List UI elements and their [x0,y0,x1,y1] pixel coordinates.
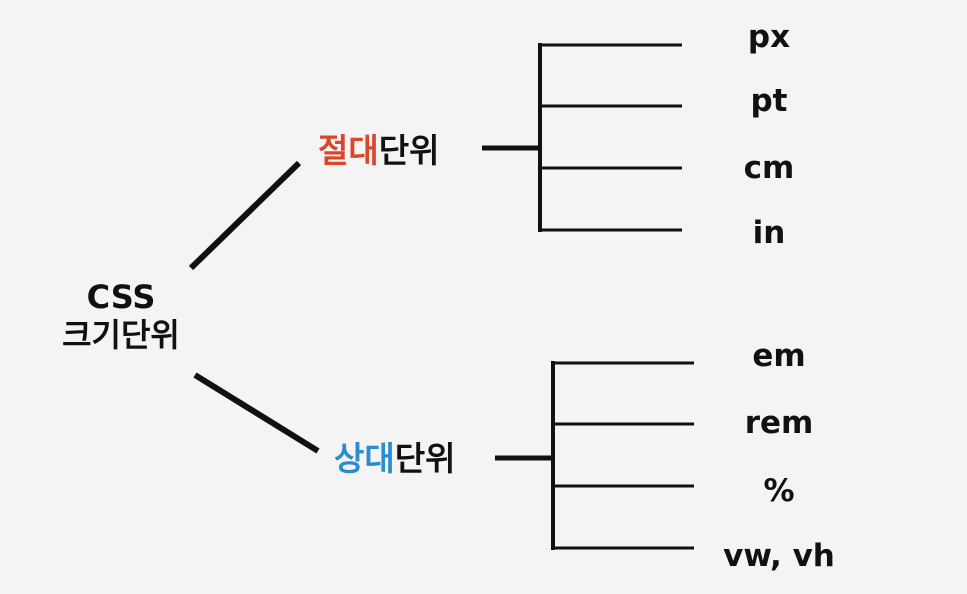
relative-unit-label: 상대단위 [334,442,455,475]
root-label-line1: CSS [86,278,156,316]
unit-px: px [747,19,791,55]
root-label: CSS 크기단위 [46,278,196,354]
relative-accent-text: 상대 [334,439,395,478]
unit-percent: % [763,473,795,509]
unit-in: in [752,215,786,251]
absolute-unit-label: 절대단위 [318,134,439,167]
unit-rem: rem [744,405,814,441]
relative-rest-text: 단위 [394,439,456,478]
unit-em: em [752,338,806,374]
unit-cm: cm [743,150,795,186]
root-to-absolute-line [188,160,302,271]
root-to-relative-line [193,372,320,454]
absolute-rest-text: 단위 [378,131,440,170]
unit-vw-vh: vw, vh [723,538,835,574]
root-label-line2: 크기단위 [62,316,180,354]
unit-pt: pt [750,83,788,119]
absolute-accent-text: 절대 [318,131,379,170]
